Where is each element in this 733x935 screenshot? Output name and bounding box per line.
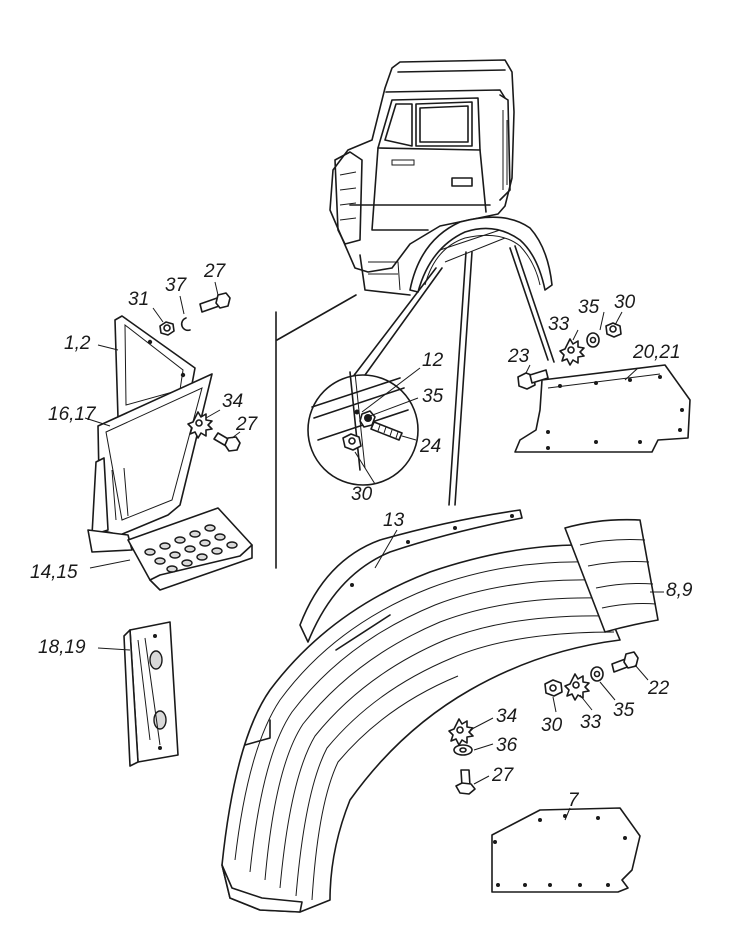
callout-13-fender-cap: 13 (383, 510, 405, 531)
callout-34-fender: 34 (496, 706, 517, 727)
callout-14-15-step: 14,15 (30, 562, 78, 583)
callout-30-bracket: 30 (614, 292, 636, 313)
bracket-20-21 (514, 364, 691, 453)
callout-27-bolt-step: 27 (235, 414, 259, 435)
callout-22: 22 (647, 678, 670, 699)
callout-8-9-extension: 8,9 (666, 580, 693, 601)
panel-7 (491, 807, 641, 893)
callout-20-21-bracket: 20,21 (632, 342, 681, 363)
callout-34-lockwasher: 34 (222, 391, 243, 412)
leader-lines (84, 281, 664, 821)
callout-16-17-support: 16,17 (48, 404, 97, 425)
fender-fasteners (448, 651, 639, 795)
callout-24: 24 (419, 436, 441, 457)
mudflap (123, 621, 179, 767)
callout-labels: 27 37 31 1,2 16,17 34 27 14,15 18,19 12 … (30, 261, 693, 811)
callout-27-bolt: 27 (203, 261, 227, 282)
guide-lines (275, 245, 555, 569)
callout-7-panel: 7 (568, 790, 580, 811)
step-plate-holes (144, 524, 238, 573)
step-assembly (87, 315, 253, 591)
truck-cab (329, 59, 553, 296)
callout-35-fender: 35 (613, 700, 635, 721)
callout-12: 12 (422, 350, 444, 371)
callout-23: 23 (507, 346, 530, 367)
callout-18-19-mudflap: 18,19 (38, 637, 86, 658)
callout-36: 36 (496, 735, 518, 756)
callout-33-bracket: 33 (548, 314, 570, 335)
callout-31-nut: 31 (128, 289, 149, 310)
detail-inset (307, 371, 419, 486)
callout-30-fender: 30 (541, 715, 563, 736)
main-fender (221, 518, 659, 913)
callout-30-detail: 30 (351, 484, 373, 505)
fender-cap-13 (299, 509, 523, 643)
bracket-20-21-fasteners (517, 322, 622, 390)
callout-35-detail: 35 (422, 386, 444, 407)
step-fasteners (159, 292, 241, 452)
callout-27-fender: 27 (491, 765, 515, 786)
callout-1-2-bracket: 1,2 (64, 333, 91, 354)
callout-33-fender: 33 (580, 712, 602, 733)
callout-37-washer: 37 (165, 275, 188, 296)
callout-35-bracket: 35 (578, 297, 600, 318)
